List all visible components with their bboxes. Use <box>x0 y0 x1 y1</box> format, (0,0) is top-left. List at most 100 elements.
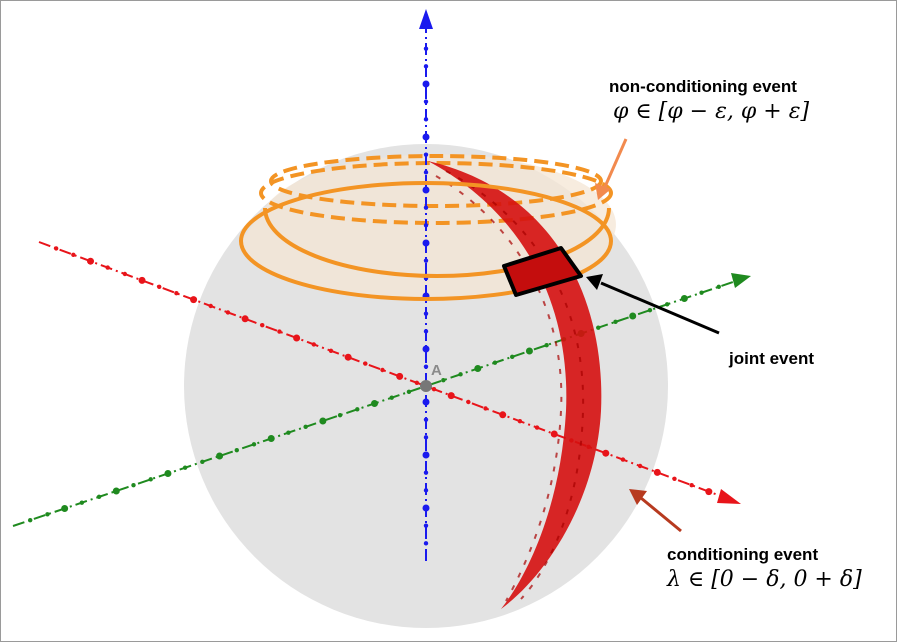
axis-tick-dot <box>423 64 429 69</box>
axis-tick-dot <box>422 451 430 459</box>
axis-tick-dot <box>157 284 162 289</box>
axis-tick-dot <box>414 380 420 385</box>
axis-tick-dot <box>371 400 378 407</box>
axis-tick-dot <box>277 329 282 334</box>
axis-tick-dot <box>61 505 69 512</box>
axis-tick-dot <box>510 354 515 360</box>
axis-tick-dot <box>148 477 153 482</box>
axis-tick-dot <box>422 186 430 194</box>
axis-tick-dot <box>716 284 721 290</box>
axis-tick-dot <box>466 399 471 405</box>
axis-tick-dot <box>423 435 429 440</box>
joint-event-arrow <box>600 281 720 335</box>
axis-tick-dot <box>423 523 429 528</box>
axis-tick-dot <box>653 468 661 476</box>
axis-tick-dot <box>112 487 120 495</box>
axis-tick-dot <box>483 406 488 411</box>
axis-tick-dot <box>311 342 316 347</box>
axis-tick-dot <box>225 310 231 315</box>
axis-tick-dot <box>319 417 327 425</box>
axis-tick-dot <box>208 303 213 309</box>
x-axis <box>38 241 727 499</box>
axis-tick-dot <box>680 295 688 302</box>
axis-tick-dot <box>422 80 430 88</box>
axis-tick-dot <box>422 345 430 353</box>
axis-tick-dot <box>96 494 102 500</box>
axis-tick-dot <box>234 447 239 453</box>
axis-tick-dot <box>422 398 430 406</box>
axis-tick-dot <box>423 311 429 316</box>
axis-tick-dot <box>423 364 429 369</box>
axis-tick-dot <box>596 325 601 330</box>
x-axis-arrowhead <box>717 489 741 504</box>
axis-tick-dot <box>164 470 172 477</box>
axis-tick-dot <box>422 133 430 141</box>
axis-tick-dot <box>550 430 558 438</box>
axis-tick-dot <box>174 291 179 296</box>
non-conditioning-arrow <box>602 138 628 190</box>
axis-tick-dot <box>396 372 404 380</box>
axis-tick-dot <box>303 424 308 430</box>
axis-tick-dot <box>79 500 85 505</box>
axis-tick-dot <box>423 488 429 493</box>
longitude-strip-texture-2 <box>445 170 585 600</box>
axis-tick-dot <box>613 319 618 325</box>
axis-tick-dot <box>422 239 430 247</box>
conditioning-title: conditioning event <box>667 545 819 564</box>
axis-tick-dot <box>620 457 626 462</box>
axis-tick-dot <box>423 470 429 475</box>
axis-tick-dot <box>53 246 59 251</box>
axis-tick-dot <box>328 348 334 353</box>
conditioning-arrowhead <box>629 489 647 505</box>
longitude-strip-texture <box>435 175 563 602</box>
axis-tick-dot <box>131 482 136 488</box>
axis-tick-dot <box>423 99 429 104</box>
axis-tick-dot <box>637 463 643 469</box>
axis-tick-dot <box>629 312 637 320</box>
axis-tick-dot <box>499 411 507 419</box>
axis-tick-dot <box>423 152 429 157</box>
latitude-band-front-lower <box>239 240 613 301</box>
latitude-band-upper-back <box>259 161 613 225</box>
axis-tick-dot <box>293 334 301 342</box>
latitude-band-front-upper <box>263 207 611 278</box>
axis-tick-dot <box>216 452 224 460</box>
axis-tick-dot <box>344 353 352 361</box>
axis-tick-dot <box>105 265 110 270</box>
axis-tick-dot <box>441 377 446 383</box>
axis-tick-dot <box>200 459 205 465</box>
axis-tick-dot <box>705 488 713 496</box>
non-conditioning-title: non-conditioning event <box>609 77 797 96</box>
axis-tick-dot <box>190 296 198 304</box>
axis-tick-dot <box>423 46 429 51</box>
axis-tick-dot <box>138 276 146 284</box>
axis-tick-dot <box>544 342 549 348</box>
non-conditioning-formula: φ ∈ [φ − ε, φ + ε] <box>613 99 810 124</box>
axis-tick-dot <box>45 512 50 517</box>
joint-event-arrowhead <box>586 274 603 290</box>
axis-tick-dot <box>71 252 76 257</box>
axis-tick-dot <box>423 170 429 175</box>
origin-point <box>420 380 432 392</box>
axis-tick-dot <box>241 315 249 323</box>
conditioning-formula: λ ∈ [0 − δ, 0 + δ] <box>667 567 862 592</box>
joint-event-label: joint event <box>729 349 815 368</box>
origin-label: A <box>431 362 442 379</box>
axis-tick-dot <box>380 367 385 373</box>
axis-tick-dot <box>534 425 540 430</box>
axis-tick-dot <box>474 365 482 372</box>
axis-tick-dot <box>251 442 257 447</box>
axis-tick-dot <box>422 504 430 512</box>
axis-tick-dot <box>355 407 360 412</box>
axis-tick-dot <box>260 323 265 328</box>
axis-tick-dot <box>517 419 523 424</box>
axis-tick-dot <box>337 412 343 418</box>
axis-tick-dot <box>122 271 128 277</box>
axis-tick-dot <box>699 290 704 295</box>
axis-tick-dot <box>602 449 610 457</box>
axis-tick-dot <box>492 360 498 365</box>
z-axis-arrowhead <box>419 9 433 29</box>
axis-tick-dot <box>389 395 394 400</box>
